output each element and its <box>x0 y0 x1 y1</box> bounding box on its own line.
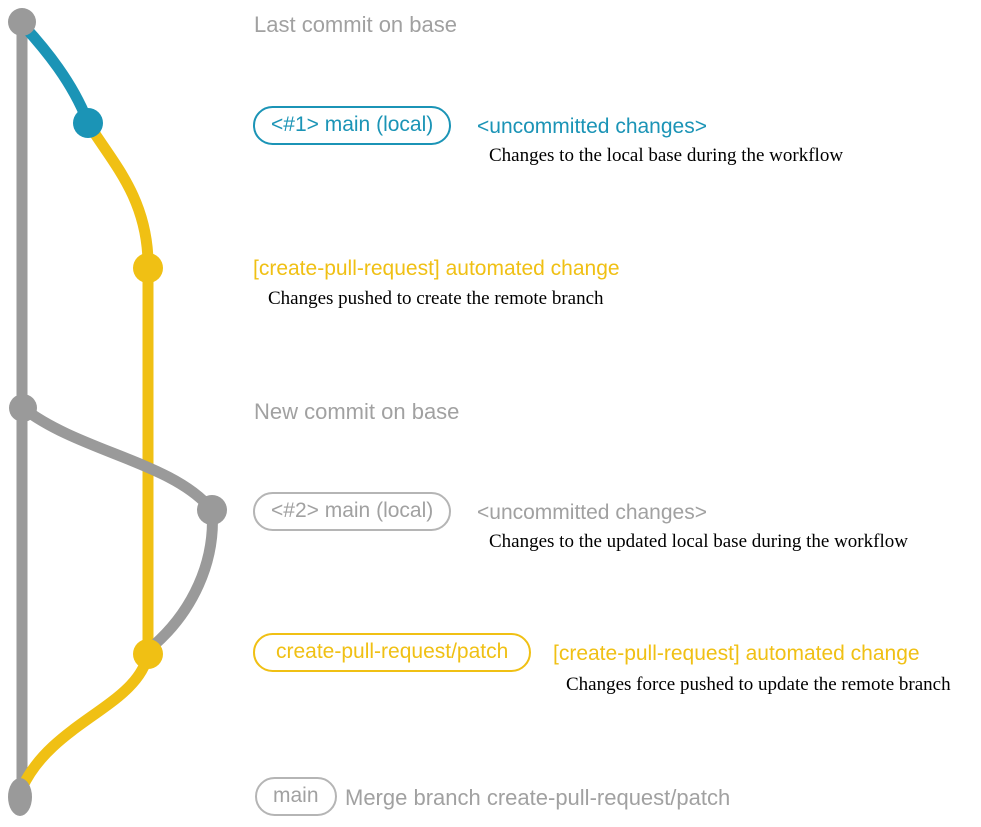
branch-badge-main: main <box>255 777 337 816</box>
uncommitted-changes-title-2: <uncommitted changes> <box>477 501 707 524</box>
automated-change-desc-1: Changes pushed to create the remote bran… <box>268 288 604 309</box>
automated-change-title-1: [create-pull-request] automated change <box>253 257 620 280</box>
branch-badge-patch: create-pull-request/patch <box>253 633 532 672</box>
automated-change-title-2: [create-pull-request] automated change <box>553 642 920 665</box>
base-update-curve <box>17 402 217 515</box>
branch-badge-main-local-1: <#1> main (local) <box>253 106 452 145</box>
commit-dot-new-base <box>9 394 37 422</box>
uncommitted-changes-title-1: <uncommitted changes> <box>477 115 707 138</box>
branch-badge-main-local-2: <#2> main (local) <box>253 492 452 531</box>
patch-branch-merge-curve <box>16 648 154 794</box>
last-commit-label: Last commit on base <box>254 12 457 37</box>
uncommitted-changes-desc-2: Changes to the updated local base during… <box>489 531 908 552</box>
uncommitted-changes-desc-1: Changes to the local base during the wor… <box>489 145 844 166</box>
patch-branch-curve-top <box>82 117 154 274</box>
new-commit-label: New commit on base <box>254 399 460 424</box>
commit-dot-uncommitted-2 <box>197 495 227 525</box>
commit-dot-automated-1 <box>133 253 163 283</box>
merge-commit-message: Merge branch create-pull-request/patch <box>345 785 731 810</box>
commit-dot-uncommitted-1 <box>73 108 103 138</box>
base-rebase-curve <box>147 504 218 652</box>
commit-dot-merge <box>8 778 32 816</box>
commit-dot-last-base <box>8 8 36 36</box>
commit-dot-automated-2 <box>133 639 163 669</box>
automated-change-desc-2: Changes force pushed to update the remot… <box>566 674 951 695</box>
local-branch-curve <box>18 20 93 126</box>
